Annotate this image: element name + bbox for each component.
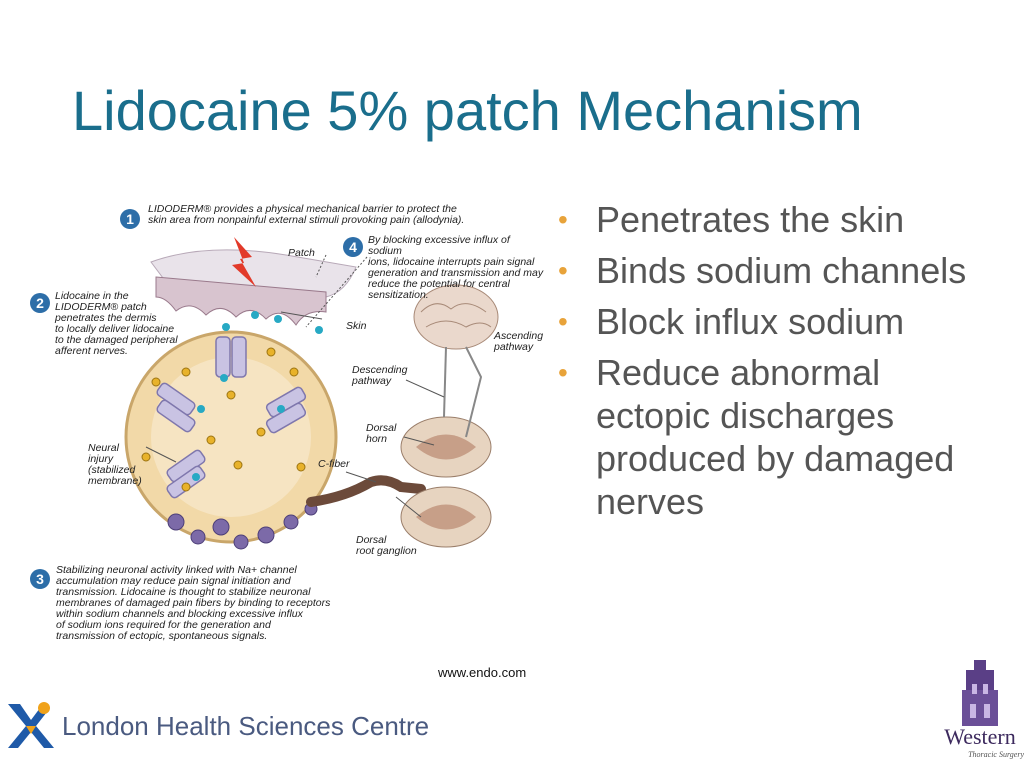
step-3-text: Stabilizing neuronal activity linked wit… bbox=[56, 565, 330, 642]
label-neural-injury: Neural injury (stabilized membrane) bbox=[88, 443, 142, 487]
bullet-list: •Penetrates the skin •Binds sodium chann… bbox=[556, 198, 996, 531]
lidocaine-mechanism-diagram: 1 LIDODERM® provides a physical mechanic… bbox=[26, 197, 546, 657]
label-dorsal-root-ganglion: Dorsal root ganglion bbox=[356, 535, 417, 557]
lhsc-figure-icon bbox=[4, 700, 56, 750]
western-logo: Western Thoracic Surgery bbox=[936, 660, 1024, 768]
step-1-badge: 1 bbox=[120, 209, 140, 229]
source-url: www.endo.com bbox=[438, 665, 526, 680]
c-fiber-axon bbox=[311, 480, 421, 502]
step-1-text: LIDODERM® provides a physical mechanical… bbox=[148, 204, 464, 226]
label-c-fiber: C-fiber bbox=[318, 459, 350, 470]
label-descending-pathway: Descending pathway bbox=[352, 365, 407, 387]
lhsc-logo-text: London Health Sciences Centre bbox=[62, 711, 429, 742]
western-logo-text: Western bbox=[936, 724, 1024, 750]
bullet-item: •Reduce abnormal ectopic discharges prod… bbox=[556, 351, 996, 523]
bullet-dot-icon: • bbox=[558, 249, 568, 292]
bullet-item: •Penetrates the skin bbox=[556, 198, 996, 241]
western-logo-subtitle: Thoracic Surgery bbox=[936, 750, 1024, 759]
bullet-item: •Block influx sodium bbox=[556, 300, 996, 343]
step-2-badge: 2 bbox=[30, 293, 50, 313]
slide-title: Lidocaine 5% patch Mechanism bbox=[72, 78, 863, 143]
label-dorsal-horn: Dorsal horn bbox=[366, 423, 396, 445]
label-patch: Patch bbox=[288, 248, 315, 259]
label-ascending-pathway: Ascending pathway bbox=[494, 331, 543, 353]
step-4-badge: 4 bbox=[343, 237, 363, 257]
step-3-badge: 3 bbox=[30, 569, 50, 589]
label-skin: Skin bbox=[346, 321, 366, 332]
step-2-text: Lidocaine in the LIDODERM® patch penetra… bbox=[55, 291, 178, 357]
western-tower-icon bbox=[936, 660, 1024, 726]
bullet-dot-icon: • bbox=[558, 300, 568, 343]
step-4-text: By blocking excessive influx of sodium i… bbox=[368, 235, 546, 301]
bullet-item: •Binds sodium channels bbox=[556, 249, 996, 292]
bullet-dot-icon: • bbox=[558, 351, 568, 394]
bullet-dot-icon: • bbox=[558, 198, 568, 241]
lhsc-logo: London Health Sciences Centre bbox=[4, 700, 384, 750]
